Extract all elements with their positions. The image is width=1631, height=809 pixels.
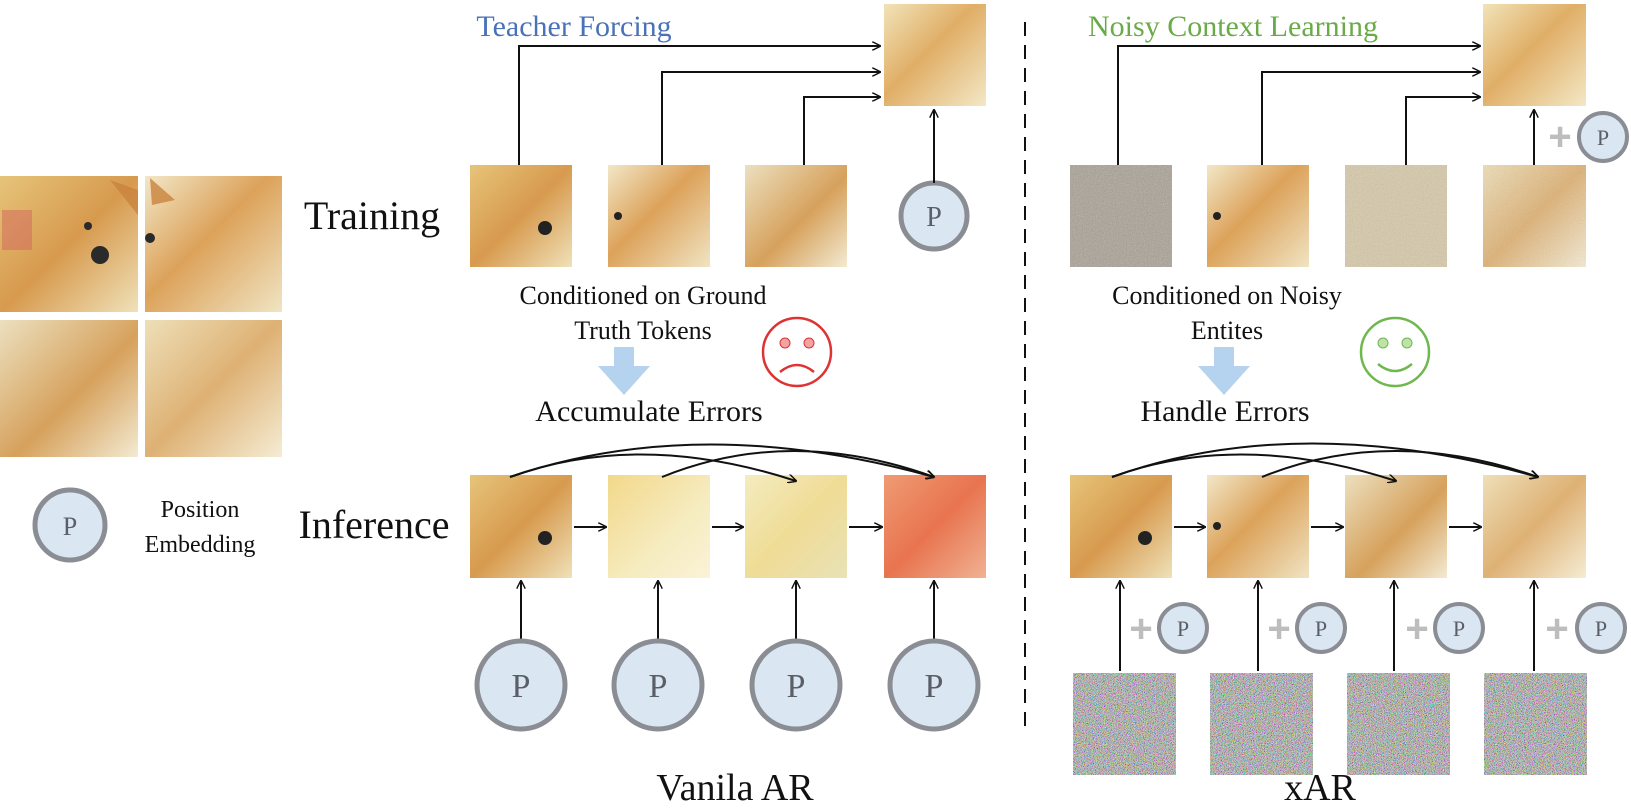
vanilla-embedding-2-symbol: P	[649, 668, 668, 705]
vanilla-train-embedding-symbol: P	[926, 202, 942, 233]
xar-condition-line2: Entites	[1191, 316, 1263, 345]
patch-bottom-left	[0, 320, 138, 457]
xar-train-patch-4	[1483, 165, 1586, 267]
vanilla-embedding-4	[887, 638, 981, 732]
xar-train-plus-embedding: + P	[1548, 111, 1629, 163]
vanilla-embedding-4-symbol: P	[925, 668, 944, 705]
vanilla-embedding-1-symbol: P	[512, 668, 531, 705]
xar-embedding-2-symbol: P	[1315, 616, 1327, 641]
xar-infer-patch-3	[1345, 475, 1447, 578]
xar-train-arrows	[1117, 46, 1534, 165]
vanilla-infer-patch-4	[884, 475, 986, 578]
vanilla-train-patch-2	[608, 165, 710, 267]
vanilla-infer-arrows	[509, 443, 934, 528]
vanilla-infer-patch-3	[745, 475, 847, 578]
vanilla-condition-line1: Conditioned on Ground	[520, 281, 767, 310]
xar-panel: Noisy Context Learning + P	[1070, 4, 1629, 809]
noise-patch-1	[1073, 673, 1176, 775]
xar-noise-inputs	[1073, 581, 1587, 775]
vanilla-embedding-3-symbol: P	[787, 668, 806, 705]
noisy-context-learning-title: Noisy Context Learning	[1088, 10, 1378, 43]
plus-icon: +	[1548, 115, 1571, 159]
legend-embedding-symbol: P	[63, 512, 77, 541]
xar-embedding-3-symbol: P	[1453, 616, 1465, 641]
xar-down-arrow	[1198, 347, 1250, 395]
happy-face-icon	[1359, 316, 1431, 388]
handle-errors-label: Handle Errors	[1140, 395, 1309, 428]
sad-face-icon	[761, 316, 833, 388]
xar-train-patch-1	[1070, 165, 1172, 267]
legend-label-line1: Position	[161, 497, 240, 523]
plus-icon: +	[1405, 607, 1428, 651]
xar-embedding-1-symbol: P	[1177, 616, 1189, 641]
vanilla-train-patch-3	[745, 165, 847, 267]
source-image-patches	[0, 176, 282, 457]
plus-icon: +	[1545, 607, 1568, 651]
vanilla-ar-panel: Teacher Forcing P Conditioned on Ground …	[470, 4, 986, 809]
vanilla-infer-embeddings: P P P P	[474, 581, 981, 732]
xar-train-embedding-symbol: P	[1597, 125, 1609, 150]
accumulate-errors-label: Accumulate Errors	[535, 395, 762, 428]
vanilla-condition-line2: Truth Tokens	[574, 316, 712, 345]
xar-train-patch-2	[1207, 165, 1309, 267]
vanilla-infer-patch-2	[608, 475, 710, 578]
xar-embedding-4	[1575, 602, 1627, 654]
legend-position-embedding-icon	[32, 487, 108, 563]
vanilla-target-patch	[884, 4, 986, 106]
vanilla-embedding-1	[474, 638, 568, 732]
xar-target-patch	[1483, 4, 1586, 106]
xar-embedding-3	[1433, 602, 1485, 654]
vanilla-infer-patch-1	[470, 475, 572, 578]
vanilla-embedding-2	[611, 638, 705, 732]
xar-infer-patch-2	[1207, 475, 1309, 578]
legend: P Position Embedding	[32, 487, 256, 563]
noise-patch-3	[1347, 673, 1450, 775]
xar-infer-patch-1	[1070, 475, 1172, 578]
xar-infer-patch-4	[1483, 475, 1586, 578]
vanilla-down-arrow	[598, 347, 650, 395]
noise-patch-2	[1210, 673, 1313, 775]
vanilla-ar-caption: Vanila AR	[656, 767, 814, 809]
plus-icon: +	[1129, 607, 1152, 651]
xar-embedding-1	[1157, 602, 1209, 654]
vanilla-train-patch-1	[470, 165, 572, 267]
xar-train-patch-3	[1345, 165, 1447, 267]
xar-infer-plus-embeddings: + P + P + P + P	[1129, 602, 1627, 654]
xar-caption: xAR	[1284, 767, 1356, 809]
inference-row-label: Inference	[299, 502, 450, 547]
plus-icon: +	[1267, 607, 1290, 651]
noise-patch-4	[1484, 673, 1587, 775]
xar-condition-line1: Conditioned on Noisy	[1112, 281, 1342, 310]
teacher-forcing-arrows	[518, 46, 934, 183]
xar-infer-arrows	[1111, 442, 1538, 528]
xar-train-embedding	[1577, 111, 1629, 163]
xar-embedding-4-symbol: P	[1595, 616, 1607, 641]
patch-bottom-right	[145, 320, 282, 457]
vanilla-embedding-3	[749, 638, 843, 732]
xar-embedding-2	[1295, 602, 1347, 654]
training-row-label: Training	[304, 193, 440, 238]
teacher-forcing-title: Teacher Forcing	[476, 10, 671, 43]
legend-label-line2: Embedding	[145, 532, 256, 558]
